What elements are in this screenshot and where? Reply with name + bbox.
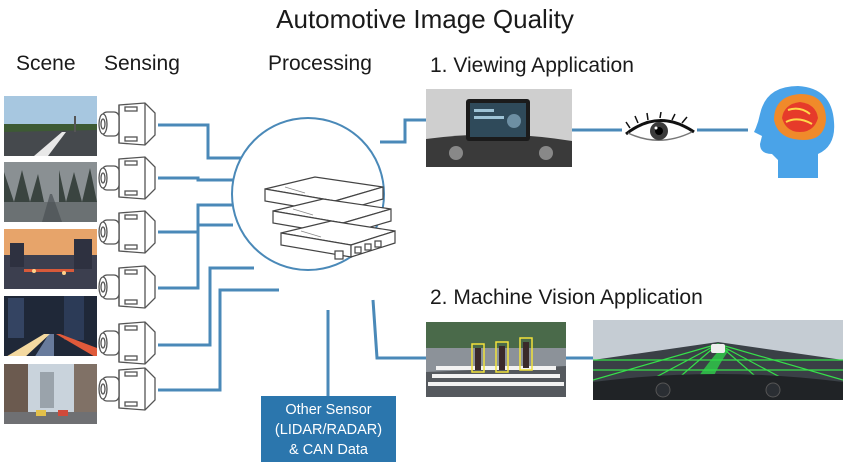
dashboard-display-image	[426, 89, 572, 167]
scene-column-heading: Scene	[16, 52, 76, 75]
camera-icon	[97, 153, 159, 208]
camera-icon	[97, 318, 159, 373]
camera-4-connector	[158, 223, 233, 290]
camera-6-connector	[158, 288, 279, 392]
other-sensor-line-2: (LIDAR/RADAR)	[274, 422, 383, 438]
camera-3-connector	[158, 203, 232, 234]
camera-icon	[97, 364, 159, 419]
scene-dusk-city-image	[4, 229, 97, 289]
processing-column-heading: Processing	[268, 52, 372, 75]
page-title: Automotive Image Quality	[276, 4, 574, 34]
eye-icon	[622, 111, 697, 153]
other-sensor-box: Other Sensor (LIDAR/RADAR) & CAN Data	[261, 396, 396, 462]
machine-vision-connector	[371, 299, 426, 360]
brain-icon	[748, 80, 840, 185]
scene-rainy-road-image	[4, 162, 97, 222]
other-sensor-line-3: & CAN Data	[289, 442, 368, 458]
lane-detection-image	[593, 320, 843, 400]
scene-night-city-image	[4, 296, 97, 356]
camera-icon	[97, 262, 159, 317]
machine-vision-application-heading: 2. Machine Vision Application	[430, 286, 703, 309]
ecu-icon	[255, 175, 400, 275]
scene-highway-image	[4, 96, 97, 156]
scene-city-street-image	[4, 364, 97, 424]
sensing-column-heading: Sensing	[104, 52, 180, 75]
other-sensor-line-1: Other Sensor	[285, 402, 372, 418]
camera-5-connector	[158, 266, 254, 347]
viewing-connector	[380, 118, 426, 144]
camera-2-connector	[158, 176, 238, 182]
camera-icon	[97, 99, 159, 154]
pedestrian-detection-image	[426, 322, 566, 397]
camera-icon	[97, 207, 159, 262]
viewing-application-heading: 1. Viewing Application	[430, 54, 634, 77]
camera-1-connector	[158, 123, 250, 160]
